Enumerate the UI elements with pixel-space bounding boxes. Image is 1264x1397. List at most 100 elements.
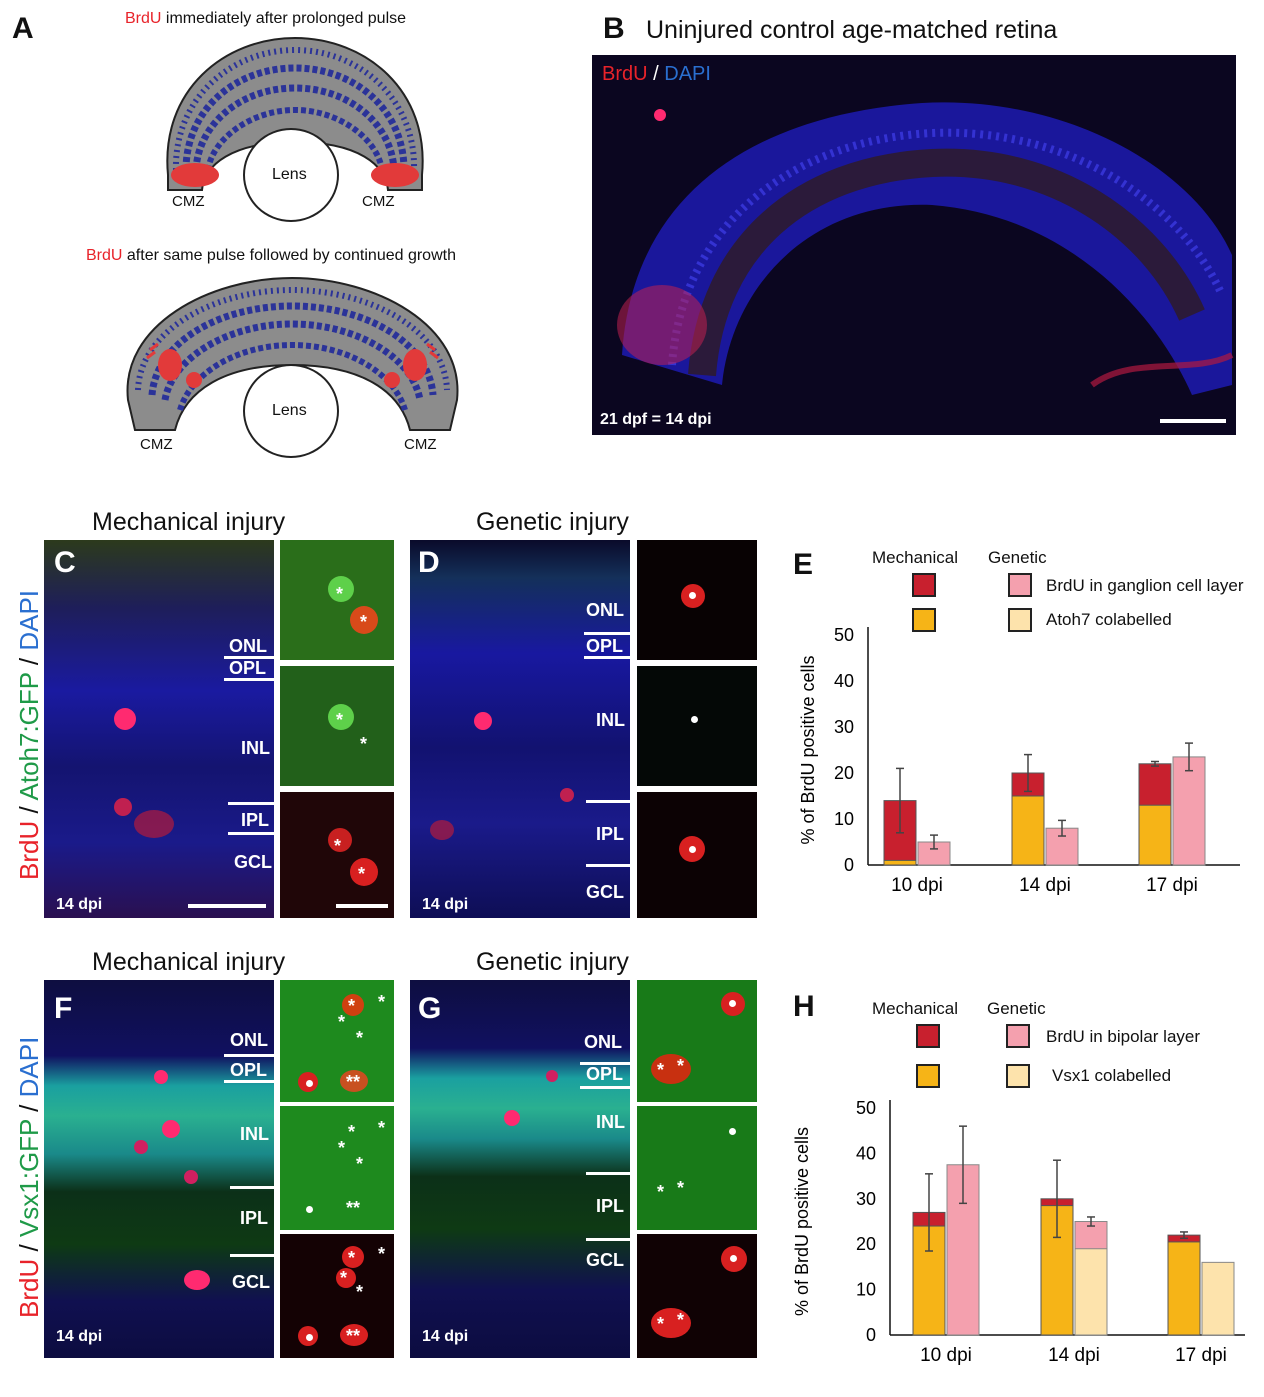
- brdu-signal: [134, 810, 174, 838]
- legend-swatch-gen-coloc: [1006, 1064, 1030, 1088]
- colabel-asterisk: *: [378, 992, 386, 1012]
- layer-divider: [584, 632, 630, 635]
- layer-inl: INL: [241, 738, 270, 758]
- lens-label-bottom: Lens: [272, 402, 307, 419]
- x-tick-label: 17 dpi: [1175, 1345, 1227, 1366]
- layer-divider: [224, 1080, 274, 1083]
- layer-gcl: GCL: [586, 882, 624, 902]
- x-tick-label: 10 dpi: [891, 875, 943, 896]
- title-rest: immediately after prolonged pulse: [161, 10, 407, 27]
- layer-inl: INL: [596, 710, 625, 730]
- y-tick-label: 10: [834, 809, 854, 829]
- layer-divider: [586, 864, 630, 867]
- legend-label-row1: BrdU in ganglion cell layer: [1046, 576, 1244, 595]
- stain-label: BrdU / DAPI: [602, 63, 711, 86]
- legend-swatch-mech-brdu: [916, 1024, 940, 1048]
- panel-b-micrograph: BrdU / DAPI 21 dpf = 14 dpi: [592, 55, 1236, 435]
- stain-separator: /: [647, 63, 665, 85]
- brdu-cell: [162, 1120, 180, 1138]
- y-tick-label: 0: [844, 855, 854, 875]
- brdu-only-dot: [689, 846, 696, 853]
- layer-divider: [230, 1186, 274, 1189]
- panel-label-d: D: [418, 546, 440, 579]
- brdu-only-dot: [730, 1255, 737, 1262]
- legend-swatch-gen-brdu: [1008, 573, 1032, 597]
- panel-a-top-title: BrdU immediately after prolonged pulse: [125, 10, 406, 28]
- scale-bar: [336, 904, 388, 908]
- brdu-only-dot: [729, 1000, 736, 1007]
- photoreceptor-row: [135, 286, 450, 391]
- brdu-stain: BrdU: [14, 1258, 44, 1318]
- brdu-cell: [651, 1308, 691, 1338]
- retina-diagram-bottom: [126, 276, 459, 431]
- brdu-cell: [340, 1070, 368, 1092]
- layer-ipl: IPL: [240, 1208, 269, 1228]
- brdu-cell: [154, 1070, 168, 1084]
- retina-section-image: [617, 102, 1234, 395]
- cmz-label-top-right: CMZ: [362, 193, 395, 210]
- dpi-label: 14 dpi: [422, 1328, 469, 1345]
- cmz-label-bottom-left: CMZ: [140, 436, 173, 453]
- colabel-asterisk: *: [358, 864, 366, 884]
- legend-label-row1: BrdU in bipolar layer: [1046, 1027, 1201, 1046]
- layer-gcl: GCL: [234, 852, 272, 872]
- colabel-asterisk: *: [334, 836, 342, 856]
- panel-f-inset-brdu: * * * * **: [280, 1234, 394, 1358]
- panel-g-inset-merge: * *: [637, 980, 757, 1102]
- brdu-cell: [560, 788, 574, 802]
- y-tick-label: 20: [856, 1234, 876, 1254]
- panel-d-micrograph: D ONL OPL INL IPL GCL 14 dpi: [410, 540, 630, 918]
- brdu-cell: [504, 1110, 520, 1126]
- layer-divider: [224, 678, 274, 681]
- sep: /: [14, 1097, 44, 1120]
- colabel-asterisk: *: [378, 1244, 386, 1264]
- retina-shape: [126, 276, 459, 431]
- colabel-asterisk: *: [348, 1248, 356, 1268]
- scale-bar: [188, 904, 266, 908]
- layer-gcl: GCL: [232, 1272, 270, 1292]
- layer-gcl: GCL: [586, 1250, 624, 1270]
- panel-a-bottom-title: BrdU after same pulse followed by contin…: [86, 247, 456, 265]
- layer-divider: [228, 802, 274, 805]
- layer-opl: OPL: [230, 1060, 268, 1080]
- layer-inl: INL: [596, 1112, 625, 1132]
- layer-onl: ONL: [584, 1032, 622, 1052]
- y-tick-label: 30: [834, 717, 854, 737]
- legend-swatch-gen-brdu: [1006, 1024, 1030, 1048]
- colabel-asterisk: *: [338, 1012, 346, 1032]
- sep: /: [14, 650, 44, 673]
- brdu-only-dot: [306, 1080, 313, 1087]
- y-tick-label: 40: [834, 671, 854, 691]
- brdu-cluster-right: [403, 349, 427, 381]
- retina-diagram-top: [166, 36, 424, 191]
- panel-g-inset-gfp: * *: [637, 1106, 757, 1230]
- layer-inl: INL: [240, 1124, 269, 1144]
- y-tick-label: 40: [856, 1143, 876, 1163]
- colabel-asterisk: *: [360, 734, 368, 754]
- layer-divider: [580, 1086, 630, 1089]
- brdu-cell: [328, 828, 352, 852]
- brdu-only-dot: [306, 1206, 313, 1213]
- layer-opl: OPL: [586, 636, 624, 656]
- colabel-asterisk: *: [338, 1138, 346, 1158]
- sep: /: [14, 800, 44, 821]
- panel-c-micrograph: C ONL OPL INL IPL GCL 14 dpi: [44, 540, 274, 918]
- lens-top: [243, 128, 339, 222]
- legend-heading-mechanical: Mechanical: [872, 999, 958, 1018]
- dpi-label: 14 dpi: [422, 896, 469, 913]
- brdu-only-dot: [729, 1128, 736, 1135]
- layer-divider: [580, 1062, 630, 1065]
- cmz-brdu-right: [371, 163, 419, 187]
- side-label-row1: BrdU / Atoh7:GFP / DAPI: [14, 590, 45, 880]
- sep: /: [14, 1237, 44, 1259]
- row2-genetic-title: Genetic injury: [476, 948, 629, 976]
- y-tick-label: 20: [834, 763, 854, 783]
- layer-divider: [228, 832, 274, 835]
- legend-swatch-mech-coloc: [916, 1064, 940, 1088]
- layer-divider: [584, 656, 630, 659]
- cmz-label-bottom-right: CMZ: [404, 436, 437, 453]
- legend-heading-genetic: Genetic: [987, 999, 1046, 1018]
- colabel-asterisk: *: [360, 612, 368, 632]
- brdu-only-dot: [306, 1334, 313, 1341]
- gcl-row: [205, 106, 385, 171]
